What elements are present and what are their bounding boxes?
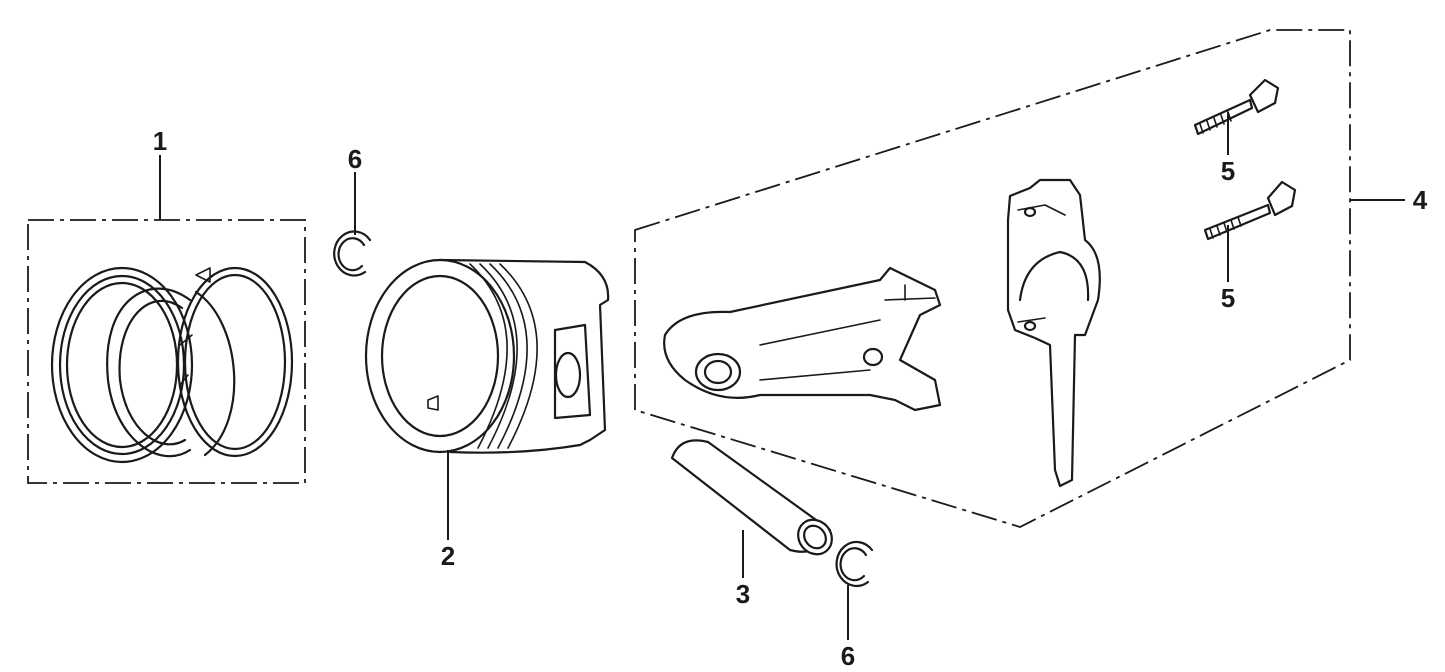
- rod-cap-icon: [1006, 178, 1101, 488]
- callout-5-upper: 5: [1221, 156, 1235, 186]
- callout-5-lower: 5: [1221, 283, 1235, 313]
- callout-labels: 1 2 3 4 5 5 6 6: [153, 126, 1428, 671]
- piston-pin-icon: [670, 439, 833, 556]
- rod-bolt-icon: [1203, 180, 1297, 241]
- callout-4: 4: [1413, 185, 1428, 215]
- connecting-rod-assembly-icon: [663, 266, 942, 412]
- rod-bolt-icon: [1193, 78, 1280, 136]
- callout-6-upper: 6: [348, 144, 362, 174]
- pin-clip-icon: [333, 230, 372, 277]
- callout-2: 2: [441, 541, 455, 571]
- ring-set-boundary: [27, 219, 306, 484]
- leader-lines: [159, 112, 1405, 640]
- callout-1: 1: [153, 126, 167, 156]
- callout-6-lower: 6: [841, 641, 855, 671]
- pin-clip-icon: [835, 540, 874, 588]
- piston-icon: [364, 258, 610, 454]
- piston-ring-set-icon: [27, 219, 306, 484]
- callout-3: 3: [736, 579, 750, 609]
- rod-assembly-boundary: [634, 29, 1351, 528]
